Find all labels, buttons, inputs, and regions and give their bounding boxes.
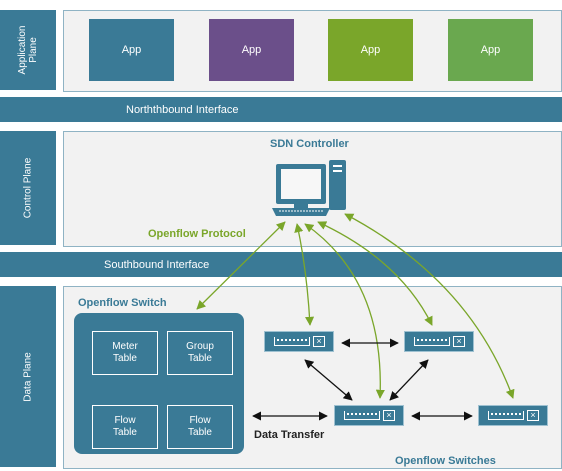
computer-icon bbox=[272, 160, 346, 216]
app-block-1: App bbox=[89, 19, 174, 81]
sdn-controller-title: SDN Controller bbox=[270, 138, 349, 150]
application-plane-label: Application Plane bbox=[0, 10, 56, 90]
openflow-switch-title: Openflow Switch bbox=[78, 297, 167, 309]
openflow-arrows bbox=[196, 213, 515, 399]
switch-ports-icon bbox=[488, 411, 524, 420]
switch-x-icon: × bbox=[383, 410, 395, 421]
switch-x-icon: × bbox=[527, 410, 539, 421]
northbound-label: Norththbound Interface bbox=[126, 103, 239, 116]
control-plane-label: Control Plane bbox=[0, 131, 56, 245]
flow-table-2-line1: Flow bbox=[189, 415, 211, 426]
app-block-2: App bbox=[209, 19, 294, 81]
network-switch-3: × bbox=[334, 405, 404, 426]
openflow-switches-label: Openflow Switches bbox=[395, 455, 496, 467]
flow-table-1-line2: Table bbox=[113, 427, 137, 438]
northbound-interface: Norththbound Interface bbox=[0, 97, 562, 122]
app-block-3: App bbox=[328, 19, 413, 81]
meter-table-line1: Meter bbox=[112, 341, 138, 352]
network-switch-4: × bbox=[478, 405, 548, 426]
group-table-line1: Group bbox=[186, 341, 214, 352]
flow-table-2-line2: Table bbox=[188, 427, 212, 438]
flow-table-1-line1: Flow bbox=[114, 415, 136, 426]
app-block-4: App bbox=[448, 19, 533, 81]
data-transfer-label: Data Transfer bbox=[254, 429, 325, 441]
meter-table-line2: Table bbox=[113, 353, 137, 364]
southbound-label: Southbound Interface bbox=[104, 258, 210, 271]
switch-ports-icon bbox=[344, 411, 380, 420]
data-transfer-arrows bbox=[252, 338, 473, 421]
group-table-line2: Table bbox=[188, 353, 212, 364]
data-plane-label: Data Plane bbox=[0, 286, 56, 467]
